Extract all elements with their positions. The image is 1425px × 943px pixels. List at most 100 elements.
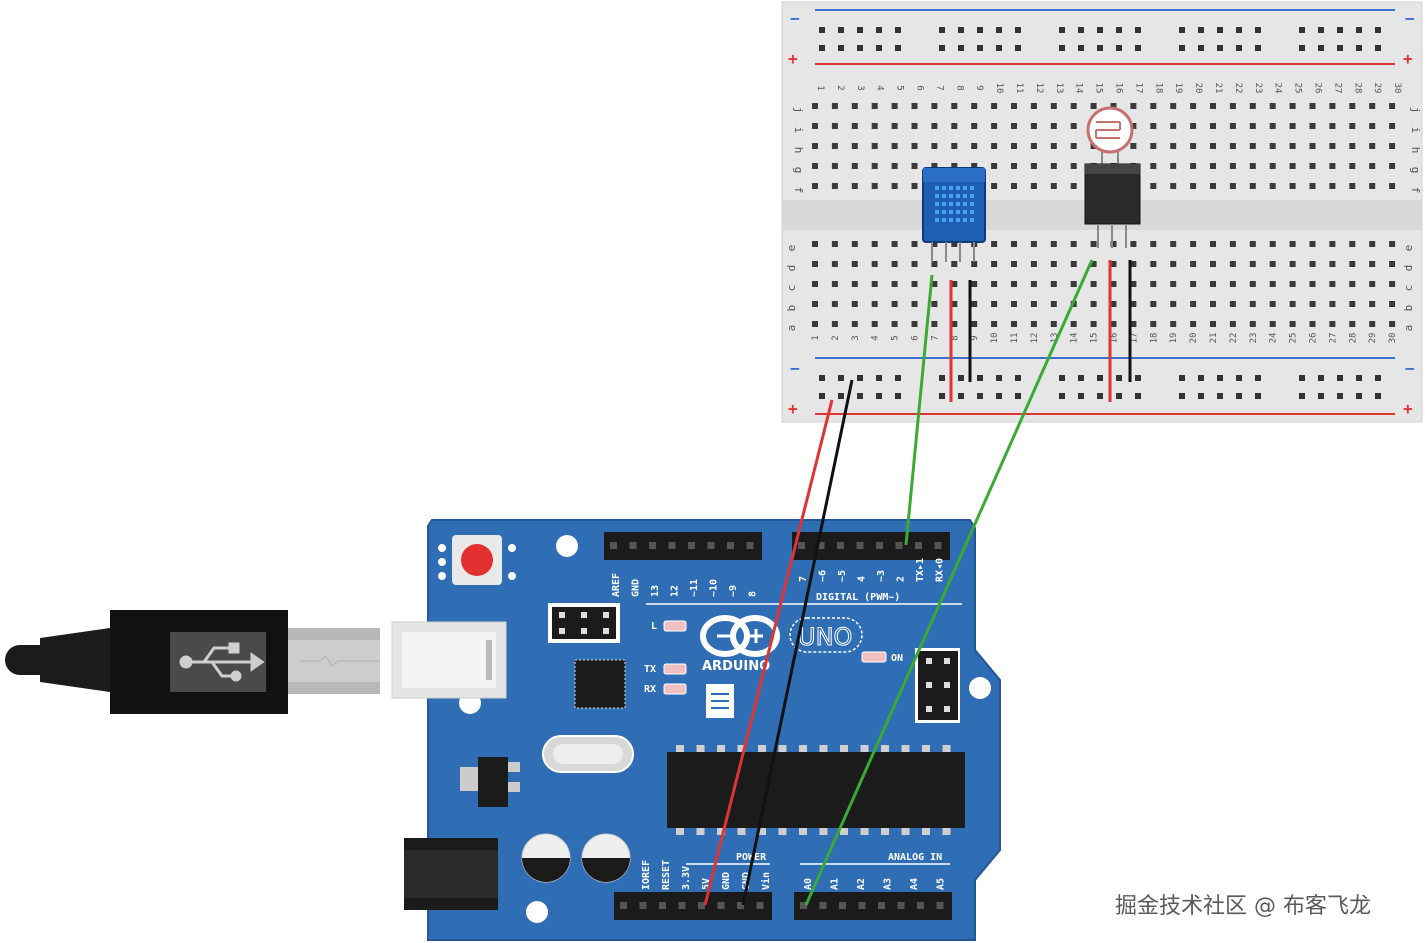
rail-plus-label: + <box>788 49 798 68</box>
column-number: 15 <box>1090 333 1100 344</box>
pin-label: ~3 <box>876 570 887 582</box>
row-letter: j <box>792 107 805 114</box>
column-number: 13 <box>1054 83 1064 94</box>
column-number: 6 <box>915 85 925 90</box>
column-number: 1 <box>815 85 825 90</box>
column-number: 12 <box>1030 333 1040 344</box>
atmega-microcontroller <box>667 745 965 835</box>
column-number: 1 <box>811 335 821 340</box>
column-number: 7 <box>930 335 940 340</box>
icsp-header-right <box>915 648 960 723</box>
analog-header-title: ANALOG IN <box>888 852 942 863</box>
pin-label: ~6 <box>818 570 829 582</box>
led-tx <box>663 663 687 675</box>
rail-plus-label-bottom-right: + <box>1403 399 1413 418</box>
led-on <box>861 651 887 663</box>
column-number: 9 <box>974 85 984 90</box>
column-number: 7 <box>934 85 944 90</box>
column-number: 28 <box>1348 333 1358 344</box>
pin-label: ~10 <box>709 579 720 597</box>
digital-header-title: DIGITAL (PWM~) <box>816 592 900 603</box>
column-number: 15 <box>1094 83 1104 94</box>
column-number: 22 <box>1229 333 1239 344</box>
led-rx-label: RX <box>644 684 656 695</box>
row-letter: c <box>1402 285 1415 292</box>
column-number: 18 <box>1149 333 1159 344</box>
arduino-logo-icon <box>700 615 780 657</box>
pin-label: 3.3V <box>681 866 692 890</box>
column-number: 13 <box>1050 333 1060 344</box>
column-number: 25 <box>1289 333 1299 344</box>
column-number: 4 <box>875 85 885 90</box>
pin-label: TX▸1 <box>915 558 926 582</box>
pin-label: 8 <box>748 591 759 597</box>
dht-vent-grid <box>935 186 974 222</box>
led-tx-label: TX <box>644 664 656 675</box>
pin-label: GND <box>721 872 732 890</box>
column-number: 10 <box>990 333 1000 344</box>
reset-button[interactable] <box>438 535 516 585</box>
column-number: 2 <box>831 335 841 340</box>
power-header <box>614 892 772 920</box>
column-number: 21 <box>1213 83 1223 94</box>
column-number: 28 <box>1352 83 1362 94</box>
column-number: 16 <box>1114 83 1124 94</box>
column-number: 19 <box>1173 83 1183 94</box>
column-number: 17 <box>1129 333 1139 344</box>
column-number: 17 <box>1133 83 1143 94</box>
jumper-wires <box>703 259 1132 906</box>
row-letter: c <box>785 285 798 292</box>
led-rx <box>663 683 687 695</box>
column-number: 23 <box>1249 333 1259 344</box>
pin-label: A3 <box>883 878 894 890</box>
column-number: 5 <box>895 85 905 90</box>
column-number: 5 <box>891 335 901 340</box>
led-l-label: L <box>651 621 657 632</box>
column-number: 14 <box>1074 83 1084 94</box>
dht11-sensor <box>922 167 986 262</box>
row-letter: a <box>785 325 798 332</box>
column-number: 9 <box>970 335 980 340</box>
column-number: 4 <box>871 335 881 340</box>
breadboard-holes <box>812 103 1396 327</box>
pin-label: A5 <box>936 878 947 890</box>
column-number: 30 <box>1388 333 1398 344</box>
pin-label: AREF <box>611 573 622 597</box>
analog-header <box>794 892 952 920</box>
capacitor-2 <box>581 833 631 883</box>
photoresistor <box>1086 106 1134 170</box>
wire-5v-to-rail <box>703 399 834 906</box>
column-number: 16 <box>1110 333 1120 344</box>
column-number: 29 <box>1368 333 1378 344</box>
pin-label: Vin <box>760 872 772 890</box>
row-letter: f <box>792 187 805 194</box>
wire-dht-data-to-d2 <box>904 274 934 546</box>
pin-label: A0 <box>803 878 814 890</box>
column-number: 20 <box>1193 83 1203 94</box>
wire-light-to-a0 <box>804 259 1094 906</box>
pin-label: A4 <box>909 878 920 890</box>
column-number: 27 <box>1328 333 1338 344</box>
pin-label: IOREF <box>641 860 652 890</box>
watermark: 掘金技术社区 @ 布客飞龙 <box>1115 894 1371 919</box>
icsp-header-top <box>548 603 620 643</box>
top-power-rail <box>819 27 1381 51</box>
wire-gnd-to-rail <box>741 379 854 906</box>
column-number: 27 <box>1332 83 1342 94</box>
pin-label: 7 <box>798 576 809 582</box>
rail-plus-label-bottom: + <box>788 399 798 418</box>
column-number: 14 <box>1070 333 1080 344</box>
row-letter: h <box>1409 147 1422 154</box>
pin-label: RESET <box>661 860 672 890</box>
row-letter: g <box>1409 167 1422 174</box>
row-letter: b <box>785 305 798 312</box>
column-number: 26 <box>1309 333 1319 344</box>
